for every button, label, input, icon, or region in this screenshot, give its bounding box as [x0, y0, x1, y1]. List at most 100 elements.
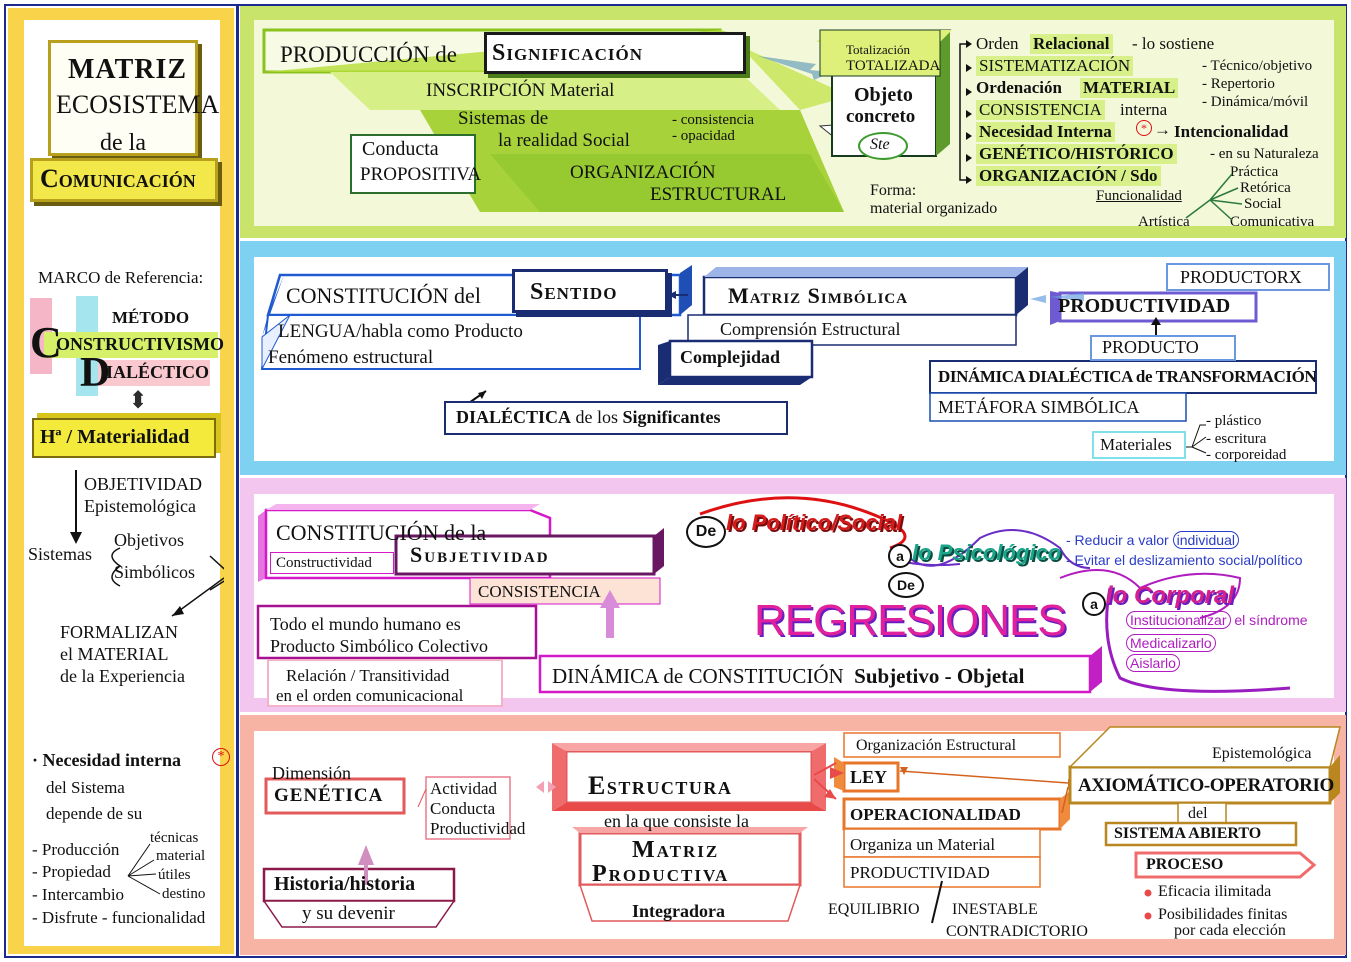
sidebar-divider: [236, 4, 239, 958]
conducta-s4-label: Conducta: [430, 799, 496, 818]
producto-label: PRODUCTO: [1102, 337, 1199, 357]
constructividad-label: Constructividad: [276, 555, 372, 571]
inestable-label: INESTABLE: [952, 901, 1038, 918]
del-sistema-label: del Sistema: [46, 778, 125, 797]
s1-asterisk-icon: *: [1136, 120, 1152, 136]
genetica-label: GENÉTICA: [274, 785, 384, 806]
funcionalidad-branches: [1185, 173, 1243, 221]
contradictorio-label: CONTRADICTORIO: [946, 923, 1088, 940]
s1-list-bracket: [959, 40, 972, 184]
sistema-abierto-label: SISTEMA ABIERTO: [1114, 825, 1262, 842]
organizacion-label: ORGANIZACIÓN: [570, 162, 716, 183]
de-circle-1-label: De: [695, 523, 717, 540]
ley-label: LEY: [850, 767, 888, 787]
axiomatico-label: AXIOMÁTICO-OPERATORIO: [1078, 775, 1334, 796]
sindrome-text: el síndrome: [1234, 612, 1308, 628]
regresiones-label: REGRESIONES: [754, 596, 1067, 645]
medicalizarlo-label: Medicalizarlo: [1126, 634, 1216, 652]
interna-label: interna: [1120, 100, 1168, 119]
integradora-label: Integradora: [632, 901, 725, 921]
dialectica-box: [444, 401, 788, 435]
materiales-box: [1092, 431, 1186, 459]
psicologico-label: lo Psicológico: [912, 540, 1062, 565]
produccion-de-label: PRODUCCIÓN de: [280, 42, 457, 67]
material-label: MATERIAL: [1080, 78, 1179, 98]
dialectica-label: DIALÉCTICA de los Significantes: [456, 407, 721, 428]
escritura-label: - escritura: [1206, 431, 1267, 447]
relacional-label: Relacional: [1030, 34, 1113, 54]
sentido-label: Sentido: [530, 279, 618, 305]
branch-utiles: útiles: [158, 867, 191, 883]
repertorio-label: - Repertorio: [1202, 76, 1275, 92]
plastico-label: - plástico: [1206, 413, 1262, 429]
comunicativa-label: Comunicativa: [1230, 214, 1315, 230]
dinamica-s3-words: DINÁMICA de CONSTITUCIÓN: [552, 664, 844, 688]
materiales-label: Materiales: [1100, 435, 1172, 454]
sistemas-de-label: Sistemas de: [458, 108, 549, 129]
del-label: del: [1188, 805, 1208, 822]
politico-social-label: lo Político/Social: [726, 510, 903, 535]
a-circle-2: a: [1082, 592, 1106, 616]
ste-label: Ste: [870, 136, 890, 153]
consistencia-interna-label: CONSISTENCIA: [976, 100, 1105, 120]
en-el-orden-label: en el orden comunicacional: [276, 686, 464, 705]
subjetivo-words: Subjetivo - Objetal: [854, 664, 1025, 688]
objeto-label: Objeto: [854, 84, 913, 106]
inscripcion-label: INSCRIPCIÓN Material: [426, 80, 615, 101]
realidad-social-label: la realidad Social: [498, 130, 630, 151]
equilibrio-label: EQUILIBRIO: [828, 901, 920, 918]
constructividad-box: [270, 552, 394, 574]
evitar-label: - Evitar el deslizamiento social/polític…: [1066, 552, 1303, 568]
conducta-box: [350, 134, 476, 194]
org-estructural-label: Organización Estructural: [856, 737, 1017, 754]
totalizacion-label: Totalización: [846, 42, 911, 57]
formalizan-label: FORMALIZAN: [60, 622, 179, 642]
concreto-label: concreto: [846, 106, 916, 127]
s4-shapes: [262, 726, 1341, 928]
epistemologica-label: Epistemológica: [84, 496, 196, 516]
por-cada-label: por cada elección: [1174, 922, 1286, 939]
intencionalidad-label: Intencionalidad: [1174, 122, 1289, 141]
item-produccion: - Producción: [32, 840, 120, 859]
tecnico-label: - Técnico/objetivo: [1202, 58, 1313, 74]
d-letter: D: [80, 350, 111, 396]
producto-box: [1090, 335, 1236, 361]
constructivismo-label: ONSTRUCTIVISMO: [56, 334, 225, 354]
de-los-word: de los: [575, 407, 619, 427]
artistica-label: Artística: [1138, 214, 1190, 230]
section-sentido: CONSTITUCIÓN del Sentido LENGUA/habla co…: [240, 241, 1346, 475]
lo-sostiene-label: - lo sostiene: [1132, 34, 1215, 53]
forma-label: Forma:: [870, 182, 917, 199]
simbolicos-label: Simbólicos: [114, 562, 196, 582]
sentido-box: [512, 269, 668, 313]
item-propiedad: - Propiedad: [32, 862, 111, 881]
corporeidad-label: - corporeidad: [1206, 447, 1287, 463]
constitucion-de-la-label: CONSTITUCIÓN de la: [276, 520, 487, 545]
funcionalidad-label: Funcionalidad: [1096, 188, 1182, 204]
relacion-label: Relación / Transitividad: [286, 666, 450, 685]
propositiva-label: PROPOSITIVA: [360, 164, 482, 185]
historia-label: Historia/historia: [274, 873, 416, 895]
producto-simbolico-label: Producto Simbólico Colectivo: [270, 636, 488, 656]
genetico-label: GENÉTICO/HISTÓRICO: [976, 144, 1177, 164]
asterisk-mark: *: [217, 749, 225, 764]
matriz-simbolica-label: Matriz Simbólica: [728, 283, 909, 308]
social-label: Social: [1244, 196, 1282, 212]
title-line2: ECOSISTEMA: [56, 90, 220, 119]
asterisk-icon: *: [212, 748, 230, 766]
de-circle-2-label: De: [897, 577, 915, 593]
sistemas-label: Sistemas: [28, 544, 93, 564]
item-disfrute: - Disfrute - funcionalidad: [32, 908, 206, 927]
opacidad-label: - opacidad: [672, 128, 735, 144]
institucionalizar-label: Institucionalizar el síndrome: [1126, 611, 1308, 629]
el-material-label: el MATERIAL: [60, 644, 169, 664]
a-circle-2-label: a: [1090, 596, 1098, 612]
updown-arrow-icon: ⬍: [128, 388, 149, 414]
subjetividad-label: Subjetividad: [410, 542, 550, 567]
consistencia-s3-label: CONSISTENCIA: [478, 582, 601, 601]
dinamica-label: DINÁMICA DIALÉCTICA de TRANSFORMACIÓN: [938, 367, 1317, 386]
necesidad-interna-label: Necesidad Interna: [976, 122, 1115, 142]
conducta-label: Conducta: [362, 138, 439, 160]
reducir-text: - Reducir a valor: [1066, 532, 1169, 548]
constructivismo-bg: [44, 332, 218, 358]
